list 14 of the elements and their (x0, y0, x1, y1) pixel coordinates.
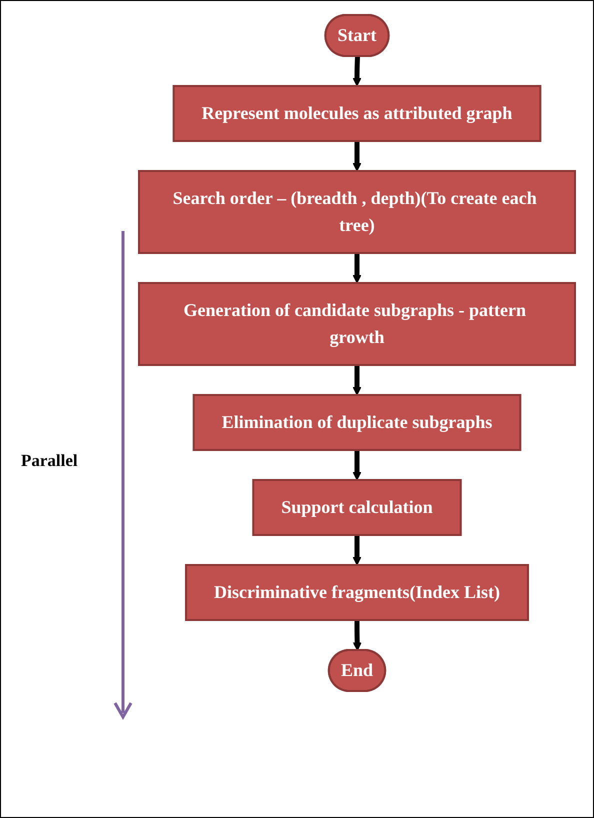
arrow (352, 365, 362, 396)
node-box: Support calculation (252, 479, 462, 536)
arrow (352, 141, 362, 172)
node-box: Discriminative fragments(Index List) (185, 564, 529, 621)
node-box: Elimination of duplicate subgraphs (192, 394, 522, 451)
arrow (352, 535, 362, 566)
arrow (352, 56, 362, 86)
side-label: Parallel (21, 451, 78, 471)
arrow (352, 620, 362, 651)
arrow (352, 253, 362, 284)
arrow (352, 450, 362, 480)
node-box: Generation of candidate subgraphs - pattern growth (138, 282, 576, 366)
node-box: Represent molecules as attributed graph (172, 85, 542, 142)
node-box: Search order – (breadth , depth)(To create each tree) (138, 170, 576, 254)
